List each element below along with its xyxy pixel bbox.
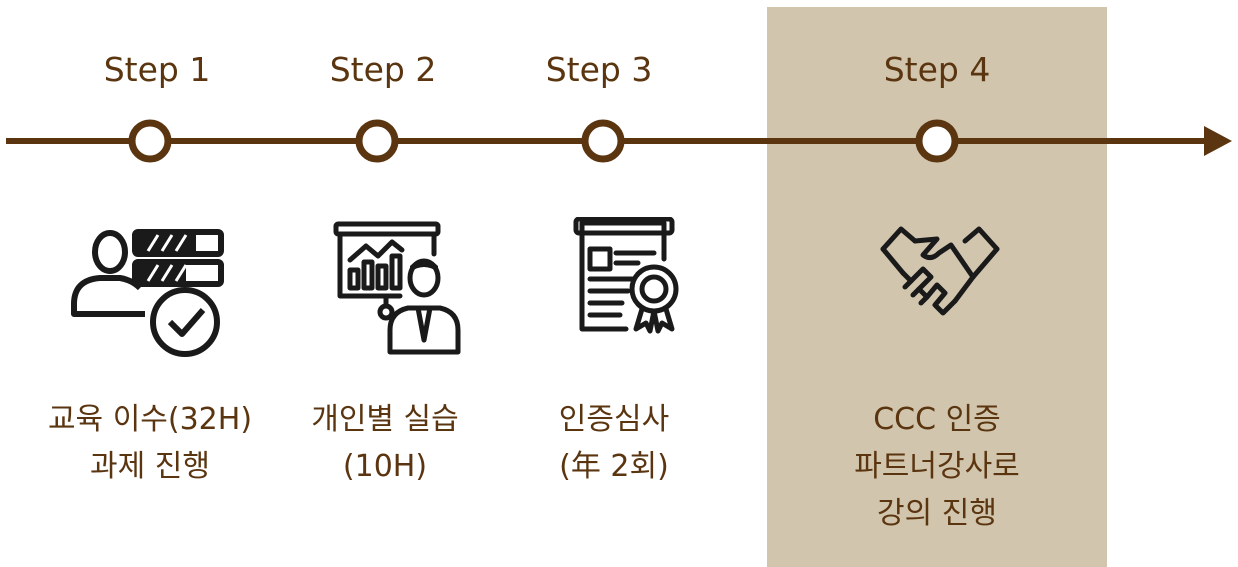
step-1-desc-line: 과제 진행 (90, 449, 210, 484)
step-2-label: Step 2 (329, 50, 437, 89)
handshake-icon (880, 226, 1000, 316)
step-3-node (581, 119, 625, 163)
step-4-node (915, 119, 959, 163)
step-4-description: CCC 인증 파트너강사로 강의 진행 (797, 396, 1077, 537)
step-3-desc-line: 인증심사 (558, 402, 670, 437)
step-3-desc-line: (年 2회) (559, 449, 669, 484)
step-2-description: 개인별 실습 (10H) (245, 396, 525, 490)
step-1-description: 교육 이수(32H) 과제 진행 (10, 396, 290, 490)
step-1-label: Step 1 (103, 50, 211, 89)
step-2-desc-line: (10H) (342, 449, 428, 484)
timeline-arrowhead (1204, 126, 1232, 156)
certificate-document-icon (573, 217, 679, 334)
step-4-desc-line: 파트너강사로 (854, 449, 1020, 484)
step-1-desc-line: 교육 이수(32H) (47, 402, 253, 437)
step-2-node (355, 119, 399, 163)
step-3-description: 인증심사 (年 2회) (474, 396, 754, 490)
step-3-label: Step 3 (545, 50, 653, 89)
presentation-person-icon (333, 221, 461, 355)
step-4-label: Step 4 (883, 50, 991, 89)
step-4-desc-line: CCC 인증 (873, 402, 1001, 437)
step-2-desc-line: 개인별 실습 (311, 402, 459, 437)
training-checklist-icon (71, 229, 224, 357)
step-4-desc-line: 강의 진행 (877, 496, 997, 531)
step-1-node (128, 119, 172, 163)
